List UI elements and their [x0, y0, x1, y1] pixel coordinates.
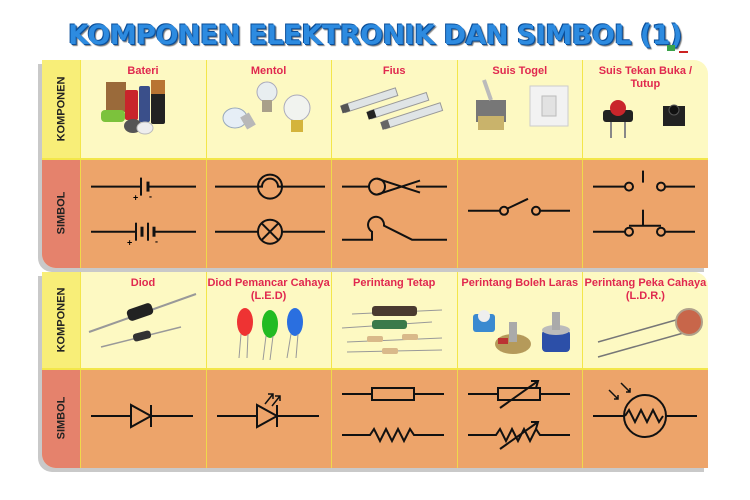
- row-label-text: SIMBOL: [55, 191, 67, 235]
- battery-symbol: +-: [91, 222, 196, 248]
- resistor-box-symbol: [342, 387, 445, 401]
- page-title: KOMPONEN ELEKTRONIK DAN SIMBOL (1): [68, 20, 682, 51]
- symbol-cell: [456, 368, 582, 468]
- variable-resistor-zigzag-symbol: [467, 421, 570, 450]
- component-row: KOMPONEN Diod Diod Pemancar Cahaya (L.E.D)…: [42, 272, 708, 368]
- symbol-cell: [582, 368, 707, 468]
- ldr-symbol: [593, 382, 698, 438]
- cell-symbol: +-: [91, 177, 196, 203]
- symbol-cell: [582, 158, 707, 268]
- component-name: Fius: [382, 65, 406, 77]
- push-switch-closed-symbol: [593, 209, 696, 237]
- symbol-row: SIMBOL: [42, 368, 708, 468]
- component-cell: Perintang Tetap: [331, 272, 456, 368]
- publisher-logos: [667, 45, 688, 53]
- component-panel: KOMPONEN Bateri Mentol Fius Suis Togel Suis T…: [42, 60, 708, 268]
- toggle-switches-picture: [475, 79, 569, 130]
- symbol-cell: [205, 368, 331, 468]
- component-name: Mentol: [250, 65, 287, 77]
- component-name: Bateri: [127, 65, 159, 77]
- row-label-text: KOMPONEN: [55, 287, 67, 353]
- component-row-label: KOMPONEN: [42, 60, 80, 158]
- fuses-picture: [340, 87, 444, 130]
- switch-symbol: [467, 197, 570, 216]
- led-symbol: [216, 393, 319, 429]
- diode-symbol: [91, 403, 193, 429]
- row-label-text: KOMPONEN: [55, 76, 67, 142]
- component-name: Perintang Tetap: [353, 277, 436, 289]
- lamp-filament-symbol: [214, 173, 325, 200]
- component-name: Suis Tekan Buka / Tutup: [598, 65, 693, 90]
- component-cell: Suis Tekan Buka / Tutup: [582, 60, 707, 158]
- component-cell: Mentol: [205, 60, 331, 158]
- symbol-cell: [456, 158, 582, 268]
- fuse-s-symbol: [342, 215, 448, 241]
- leds-picture: [236, 308, 303, 361]
- resistors-picture: [342, 306, 443, 354]
- batteries-picture: [101, 80, 165, 135]
- symbol-cell: +-+-: [80, 158, 205, 268]
- lamp-cross-symbol: [214, 218, 325, 245]
- component-name: Perintang Boleh Laras: [461, 277, 579, 289]
- row-divider: [42, 158, 708, 160]
- symbol-row-label: SIMBOL: [42, 368, 80, 468]
- push-buttons-picture: [603, 100, 686, 138]
- symbol-row: SIMBOL+-+-: [42, 158, 708, 268]
- svg-text:+: +: [133, 193, 138, 203]
- symbol-cell: [331, 158, 456, 268]
- component-cell: Fius: [331, 60, 456, 158]
- component-cell: Diod Pemancar Cahaya (L.E.D): [205, 272, 331, 368]
- diodes-picture: [88, 293, 197, 348]
- ldr-picture: [598, 308, 704, 358]
- component-cell: Diod: [80, 272, 205, 368]
- component-cell: Suis Togel: [456, 60, 582, 158]
- component-row-label: KOMPONEN: [42, 272, 80, 368]
- logo-icon: [667, 45, 675, 51]
- component-name: Diod: [130, 277, 156, 289]
- component-name: Perintang Peka Cahaya (L.D.R.): [584, 277, 707, 302]
- potentiometers-picture: [472, 310, 570, 354]
- svg-text:-: -: [149, 192, 152, 202]
- symbol-cell: [331, 368, 456, 468]
- component-name: Diod Pemancar Cahaya (L.E.D): [207, 277, 330, 302]
- svg-text:-: -: [155, 237, 158, 247]
- row-divider: [42, 368, 708, 370]
- symbol-row-label: SIMBOL: [42, 158, 80, 268]
- svg-text:+: +: [127, 238, 132, 248]
- bulbs-picture: [222, 81, 311, 132]
- component-cell: Bateri: [80, 60, 205, 158]
- push-switch-open-symbol: [593, 170, 696, 192]
- variable-resistor-box-symbol: [467, 380, 570, 409]
- component-name: Suis Togel: [492, 65, 548, 77]
- component-cell: Perintang Boleh Laras: [456, 272, 582, 368]
- component-row: KOMPONEN Bateri Mentol Fius Suis Togel Suis T…: [42, 60, 708, 158]
- row-label-text: SIMBOL: [55, 396, 67, 440]
- resistor-zigzag-symbol: [342, 426, 445, 444]
- fuse-loop-symbol: [342, 177, 448, 196]
- symbol-cell: [80, 368, 205, 468]
- flag-logo-icon: [679, 45, 688, 53]
- component-panel: KOMPONEN Diod Diod Pemancar Cahaya (L.E.D)…: [42, 272, 708, 468]
- component-cell: Perintang Peka Cahaya (L.D.R.): [582, 272, 707, 368]
- symbol-cell: [205, 158, 331, 268]
